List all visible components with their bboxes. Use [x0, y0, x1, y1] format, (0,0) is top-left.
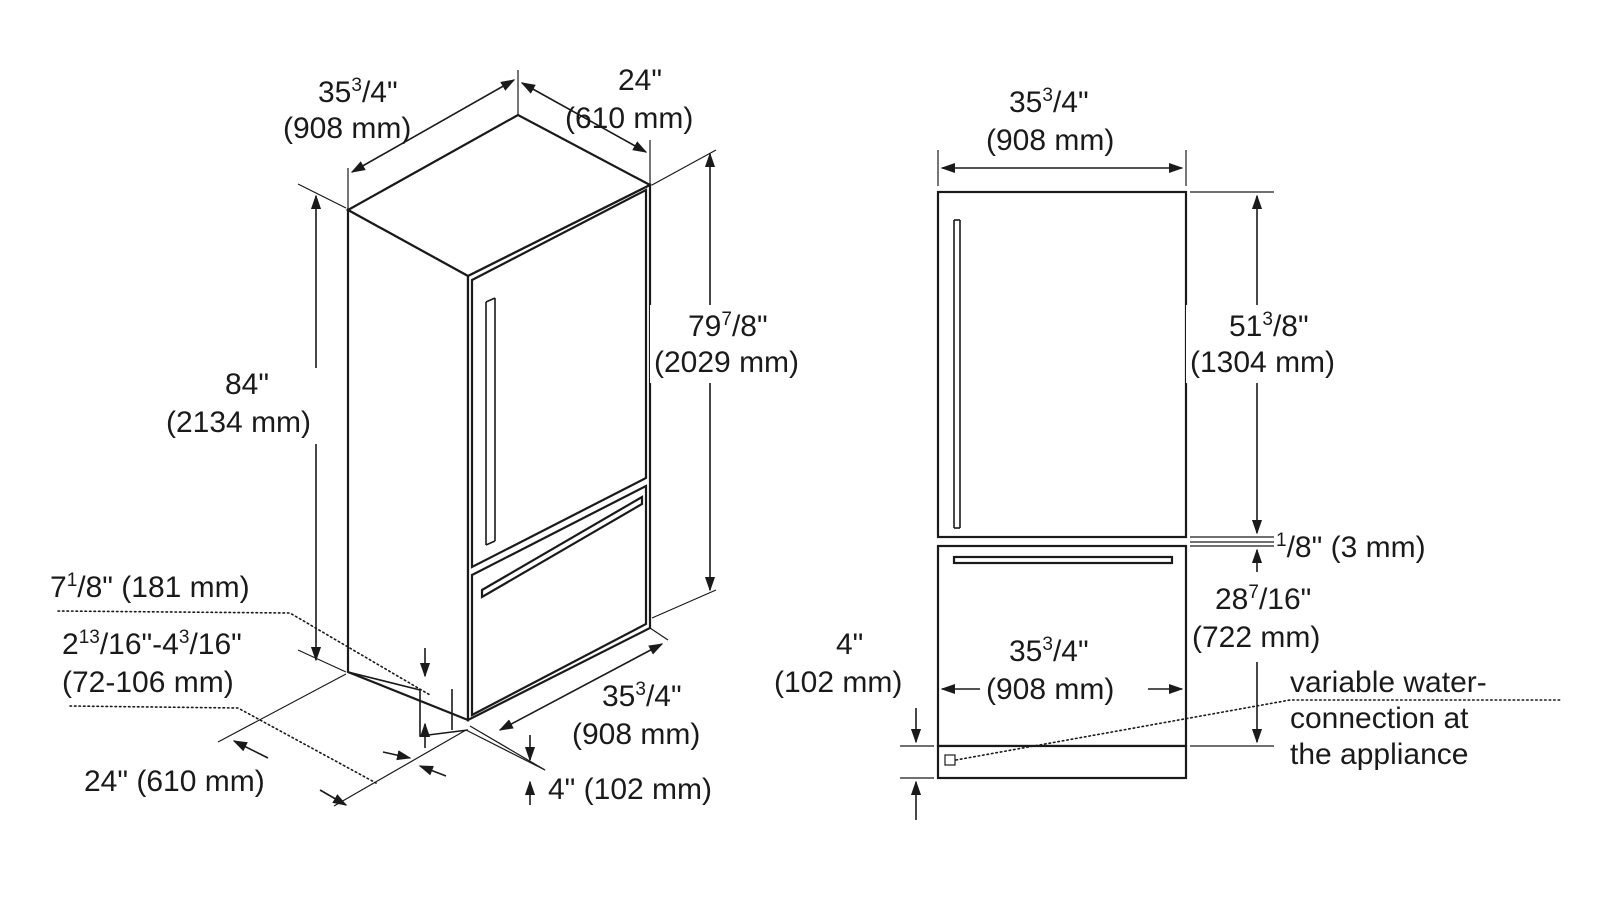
svg-text:(908 mm): (908 mm) — [986, 124, 1114, 157]
iso-toe-kick-dimension: 4" (102 mm) — [469, 725, 712, 806]
front-lower-height-dimension: 287/16" (722 mm) — [1190, 548, 1320, 747]
isometric-view: 353/4" (908 mm) 24" (610 mm) 84" (2134 m… — [50, 64, 828, 807]
svg-text:(610 mm): (610 mm) — [565, 102, 693, 135]
svg-text:(2029 mm): (2029 mm) — [654, 346, 799, 379]
iso-cabinet-height-dimension: 797/8" (2029 mm) — [650, 149, 828, 619]
svg-text:353/4": 353/4" — [318, 75, 398, 109]
svg-text:(72-106 mm): (72-106 mm) — [62, 666, 234, 699]
svg-text:(1304 mm): (1304 mm) — [1190, 346, 1335, 379]
iso-bottom-width-dimension: 353/4" (908 mm) — [498, 627, 700, 751]
front-base-height-dimension: 4" (102 mm) — [774, 628, 934, 820]
front-lower-drawer — [936, 544, 1188, 748]
front-upper-door — [936, 190, 1188, 539]
svg-text:4" (102 mm): 4" (102 mm) — [548, 773, 712, 806]
svg-text:513/8": 513/8" — [1229, 309, 1309, 343]
front-top-width-dimension: 353/4" (908 mm) — [937, 85, 1187, 186]
iso-kick-range-dimension: 213/16"-43/16" (72-106 mm) — [62, 627, 447, 784]
svg-text:24": 24" — [618, 64, 662, 97]
svg-text:the appliance: the appliance — [1290, 738, 1468, 771]
svg-text:4": 4" — [836, 628, 863, 661]
svg-text:797/8": 797/8" — [688, 309, 768, 343]
iso-kick-height-dimension: 71/8" (181 mm) — [50, 570, 431, 748]
svg-text:1/8" (3 mm): 1/8" (3 mm) — [1276, 530, 1426, 564]
front-drawer-handle — [952, 555, 1174, 565]
svg-text:353/4": 353/4" — [1009, 634, 1089, 668]
front-gap-dimension: 1/8" (3 mm) — [1190, 530, 1426, 564]
svg-text:(102 mm): (102 mm) — [774, 666, 902, 699]
front-upper-height-dimension: 513/8" (1304 mm) — [1186, 191, 1368, 538]
iso-cabinet — [345, 113, 653, 737]
svg-text:(908 mm): (908 mm) — [572, 718, 700, 751]
svg-text:(2134 mm): (2134 mm) — [166, 406, 311, 439]
svg-text:71/8" (181 mm): 71/8" (181 mm) — [50, 570, 250, 604]
svg-text:(908 mm): (908 mm) — [283, 112, 411, 145]
svg-text:variable water-: variable water- — [1290, 666, 1487, 699]
svg-text:84": 84" — [225, 368, 269, 401]
front-view: 353/4" (908 mm) 513/8" (1304 mm) 1/8" (3… — [774, 85, 1561, 820]
svg-text:353/4": 353/4" — [1009, 85, 1089, 119]
svg-text:(722 mm): (722 mm) — [1192, 621, 1320, 654]
water-connection-icon — [944, 754, 956, 766]
front-base-plinth — [936, 744, 1188, 780]
front-inner-width-dimension: 353/4" (908 mm) — [940, 634, 1184, 706]
svg-text:213/16"-43/16": 213/16"-43/16" — [62, 627, 242, 661]
svg-text:24" (610 mm): 24" (610 mm) — [84, 765, 265, 798]
water-connection-note: variable water- connection at the applia… — [955, 666, 1561, 771]
iso-drawer-handle — [480, 495, 644, 599]
svg-text:287/16": 287/16" — [1215, 582, 1311, 616]
iso-top-depth-dimension: 24" (610 mm) — [520, 64, 693, 185]
svg-text:(908 mm): (908 mm) — [986, 673, 1114, 706]
iso-door-handle — [485, 297, 496, 546]
iso-total-height-dimension: 84" (2134 mm) — [160, 183, 347, 673]
iso-top-width-dimension: 353/4" (908 mm) — [283, 70, 519, 210]
svg-text:353/4": 353/4" — [602, 679, 682, 713]
iso-upper-door — [470, 188, 648, 569]
svg-text:connection at: connection at — [1290, 702, 1469, 735]
iso-bottom-depth-dimension: 24" (610 mm) — [84, 673, 546, 807]
